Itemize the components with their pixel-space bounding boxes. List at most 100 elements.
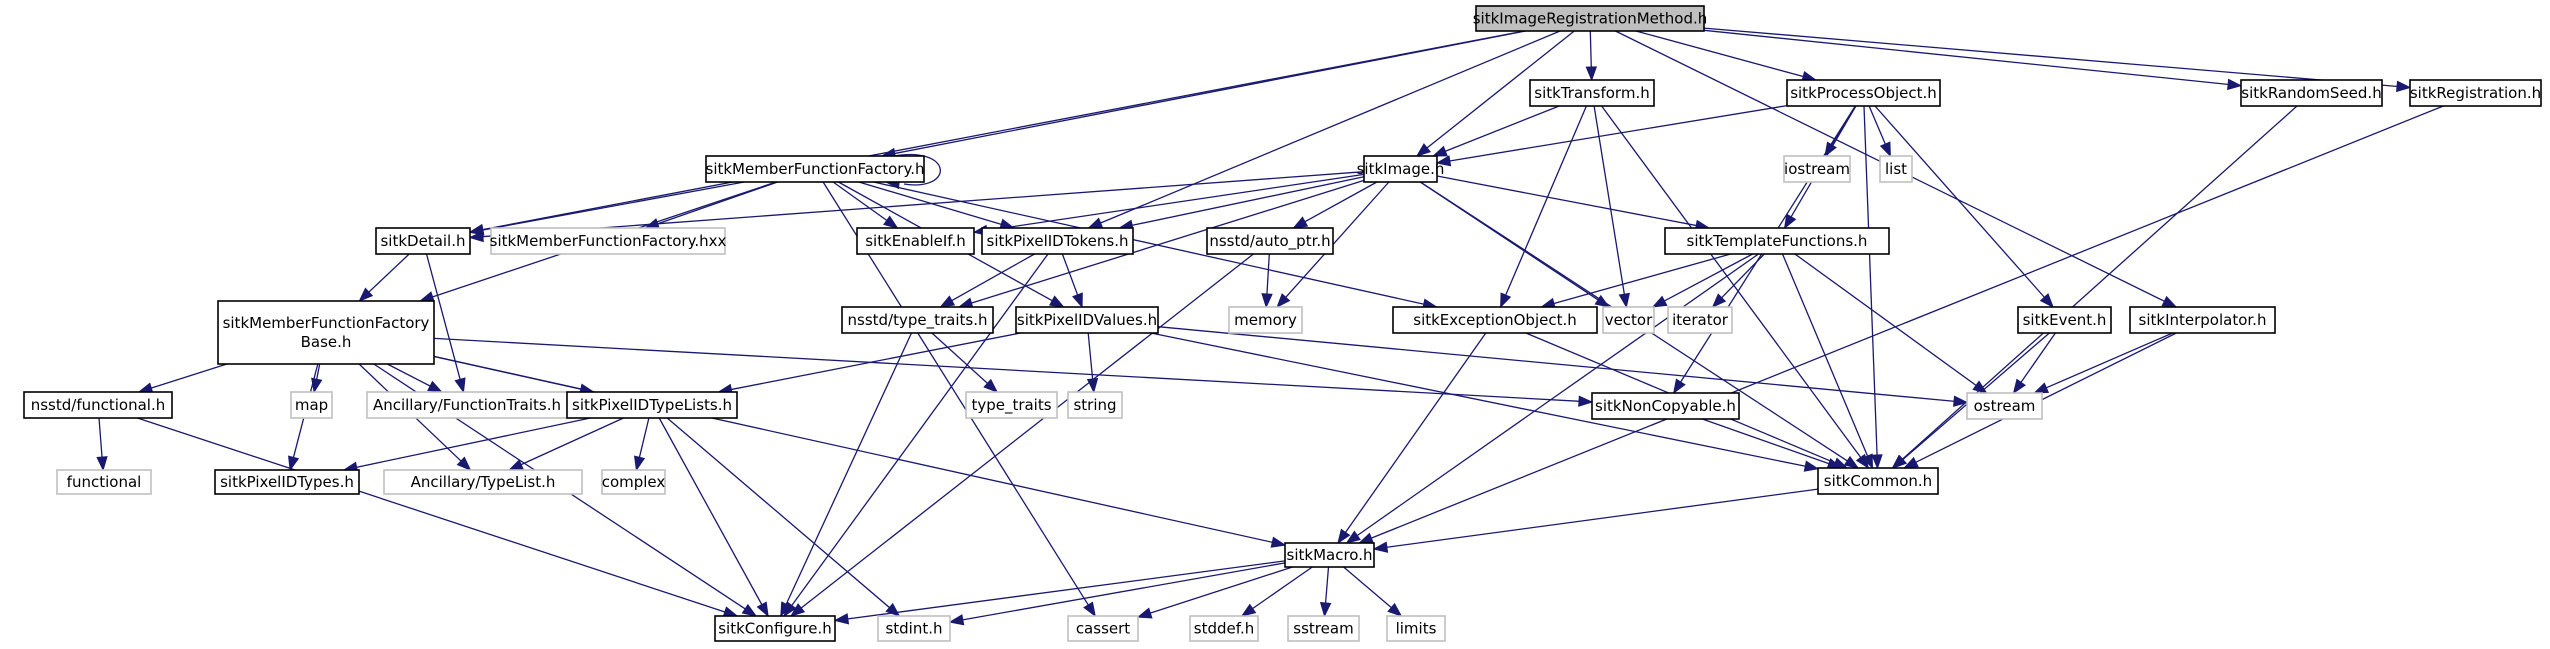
arrowhead-icon <box>468 230 484 243</box>
arrowhead-icon <box>2396 80 2412 93</box>
edge-image-to-autoptr <box>1292 181 1378 229</box>
node-box <box>1664 227 1890 255</box>
edge-line <box>1087 332 1094 381</box>
edge-detail-to-functiontraits <box>425 253 466 394</box>
node-box <box>1015 306 1159 334</box>
node-box <box>1786 79 1941 107</box>
edge-pixelidvalues-to-common <box>1150 332 1820 472</box>
node-image[interactable]: sitkImage.h <box>1357 155 1445 183</box>
arrowhead-icon <box>789 603 806 617</box>
node-pixelidtypelists[interactable]: sitkPixelIDTypeLists.h <box>566 391 738 419</box>
node-iterator: iterator <box>1667 306 1733 334</box>
edge-line <box>658 417 763 606</box>
node-noncopyable[interactable]: sitkNonCopyable.h <box>1591 392 1740 420</box>
node-label: memory <box>1234 311 1297 329</box>
node-detail[interactable]: sitkDetail.h <box>375 227 471 255</box>
node-processobject[interactable]: sitkProcessObject.h <box>1786 79 1941 107</box>
node-functional: functional <box>56 469 152 495</box>
node-box <box>1189 615 1259 642</box>
node-label: sitkImageRegistrationMethod.h <box>1473 10 1708 28</box>
edge-line <box>1385 488 1819 549</box>
edge-nsstdtypetraits-to-configure <box>780 332 913 618</box>
edge-macro-to-cassert <box>1136 566 1293 619</box>
edge-line <box>1901 105 2298 461</box>
edge-macro-to-sstream <box>1319 566 1332 618</box>
arrowhead-icon <box>1618 292 1630 309</box>
edge-line <box>873 181 1425 306</box>
node-box <box>375 227 471 255</box>
node-transform[interactable]: sitkTransform.h <box>1529 79 1655 107</box>
edge-image-to-detail <box>468 171 1365 243</box>
edge-transform-to-image <box>1432 105 1560 157</box>
edge-line <box>1635 30 1805 78</box>
arrowhead-icon <box>454 377 466 394</box>
node-pixelidvalues[interactable]: sitkPixelIDValues.h <box>1015 306 1159 334</box>
node-cassert: cassert <box>1067 615 1139 642</box>
node-interpolator[interactable]: sitkInterpolator.h <box>2129 306 2276 334</box>
node-label: sitkConfigure.h <box>718 620 832 638</box>
node-label: sitkImage.h <box>1357 160 1445 178</box>
node-pixelidtokens[interactable]: sitkPixelIDTokens.h <box>981 227 1134 255</box>
node-configure[interactable]: sitkConfigure.h <box>714 615 836 642</box>
node-common[interactable]: sitkCommon.h <box>1817 467 1939 495</box>
arrowhead-icon <box>833 613 850 625</box>
node-exceptionobject[interactable]: sitkExceptionObject.h <box>1392 306 1598 334</box>
node-ostream: ostream <box>1966 392 2043 420</box>
node-templatefunctions[interactable]: sitkTemplateFunctions.h <box>1664 227 1890 255</box>
node-event[interactable]: sitkEvent.h <box>2017 306 2112 334</box>
arrowhead-icon <box>1879 141 1891 158</box>
node-box <box>290 391 333 419</box>
edge-line <box>656 181 778 225</box>
node-label: functional <box>67 473 142 491</box>
arrowhead-icon <box>1843 455 1860 469</box>
edge-image-to-pixelidtokens <box>1118 176 1365 231</box>
edge-pixelidvalues-to-string <box>1086 332 1099 394</box>
node-box <box>566 391 738 419</box>
node-box <box>1591 392 1740 420</box>
node-box <box>214 469 360 495</box>
node-label: sitkMacro.h <box>1287 546 1373 564</box>
arrowhead-icon <box>1072 292 1083 309</box>
edge-line <box>1284 181 1390 299</box>
edge-line <box>1720 253 1765 299</box>
edge-line <box>1356 253 1759 537</box>
node-macro[interactable]: sitkMacro.h <box>1284 542 1375 568</box>
edge-mffbase-to-map <box>311 363 323 394</box>
edge-line <box>1303 181 1378 223</box>
node-enableif[interactable]: sitkEnableIf.h <box>856 227 975 255</box>
node-nsstdtypetraits[interactable]: nsstd/type_traits.h <box>841 306 994 334</box>
arrowhead-icon <box>96 456 108 472</box>
edge-line <box>666 417 891 609</box>
node-box <box>1287 615 1360 642</box>
edge-line <box>1324 566 1330 605</box>
node-autoptr[interactable]: nsstd/auto_ptr.h <box>1206 227 1334 255</box>
node-label: Ancillary/TypeList.h <box>411 473 556 491</box>
node-label: sitkPixelIDValues.h <box>1017 311 1157 329</box>
arrowhead-icon <box>2033 382 2050 394</box>
node-label: map <box>295 396 328 414</box>
edge-line <box>1663 253 1753 302</box>
node-mff[interactable]: sitkMemberFunctionFactory.h <box>705 155 925 183</box>
edge-line <box>481 181 745 231</box>
node-label: nsstd/auto_ptr.h <box>1209 232 1330 251</box>
edge-line <box>425 253 462 381</box>
edge-line <box>832 181 888 222</box>
edge-line <box>433 337 1581 402</box>
edge-macro-to-stdint <box>948 562 1286 626</box>
node-nsstdfunctional[interactable]: nsstd/functional.h <box>23 391 173 419</box>
arrowhead-icon <box>2012 378 2026 395</box>
node-pixelidtypes[interactable]: sitkPixelIDTypes.h <box>214 469 360 495</box>
node-limits: limits <box>1386 615 1446 642</box>
edge-root-to-registration <box>1703 27 2412 93</box>
node-randomseed[interactable]: sitkRandomSeed.h <box>2240 79 2383 107</box>
edge-autoptr-to-memory <box>1261 253 1273 309</box>
node-typelist: Ancillary/TypeList.h <box>383 469 583 495</box>
edge-line <box>2019 332 2056 384</box>
node-box <box>490 227 726 255</box>
arrowhead-icon <box>1240 603 1257 617</box>
node-vector: vector <box>1602 306 1655 334</box>
edge-pixelidtokens-to-nsstdtypetraits <box>939 253 1035 308</box>
node-registration[interactable]: sitkRegistration.h <box>2409 79 2542 107</box>
edge-processobject-to-event <box>1874 105 2054 309</box>
